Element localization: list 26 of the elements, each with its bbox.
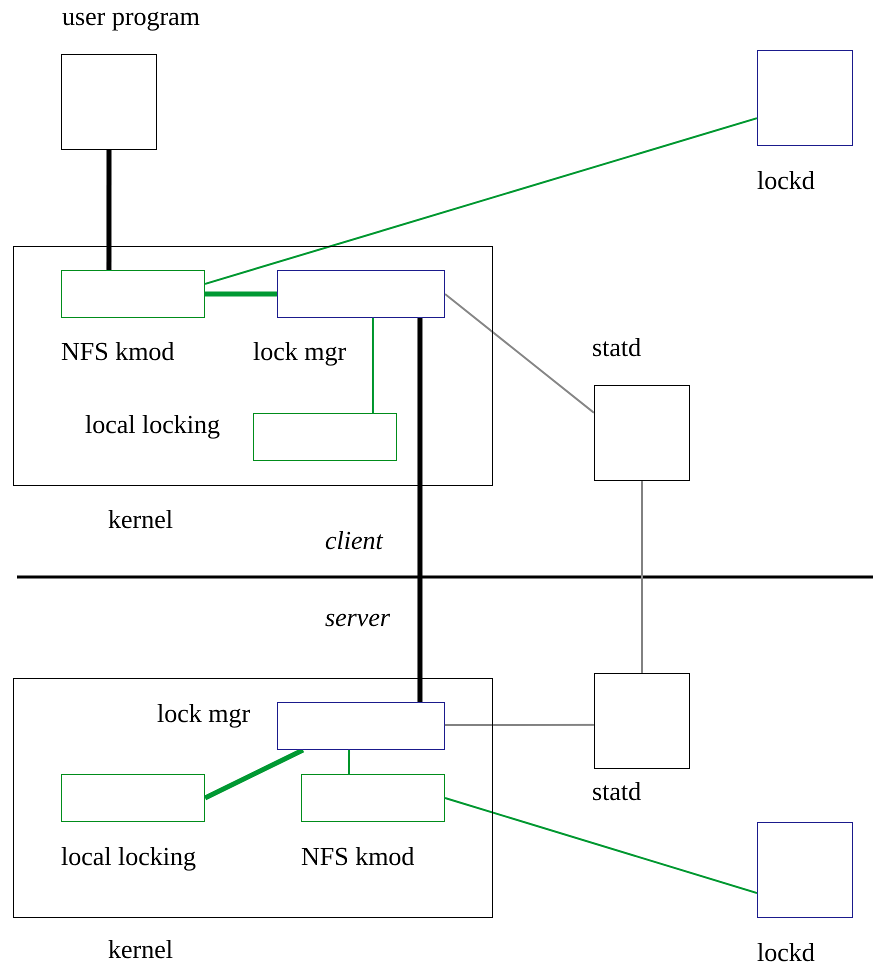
connector-line: [641, 481, 643, 673]
connector-line: [348, 750, 350, 774]
node-label: kernel: [108, 935, 173, 965]
connector-line: [444, 797, 758, 894]
node-label: lock mgr: [157, 699, 250, 729]
connector-line: [204, 117, 758, 285]
connector-line: [372, 318, 374, 413]
connector-line: [205, 292, 277, 296]
node-label: lockd: [757, 166, 815, 196]
node-label: NFS kmod: [61, 337, 174, 367]
connector-line: [204, 748, 304, 800]
node-label: lockd: [757, 938, 815, 968]
node-label: lock mgr: [253, 337, 346, 367]
node-label: statd: [592, 333, 642, 363]
node-label: kernel: [108, 505, 173, 535]
connector-line: [444, 293, 595, 414]
connector-line: [417, 318, 422, 702]
node-label: local locking: [61, 842, 196, 872]
node-label: local locking: [85, 410, 220, 440]
side-label: server: [325, 603, 390, 633]
connector-line: [445, 724, 594, 726]
node-label: NFS kmod: [301, 842, 414, 872]
connector-line: [106, 150, 112, 270]
node-label: user program: [62, 2, 200, 32]
node-label: statd: [592, 777, 642, 807]
side-label: client: [325, 526, 383, 556]
